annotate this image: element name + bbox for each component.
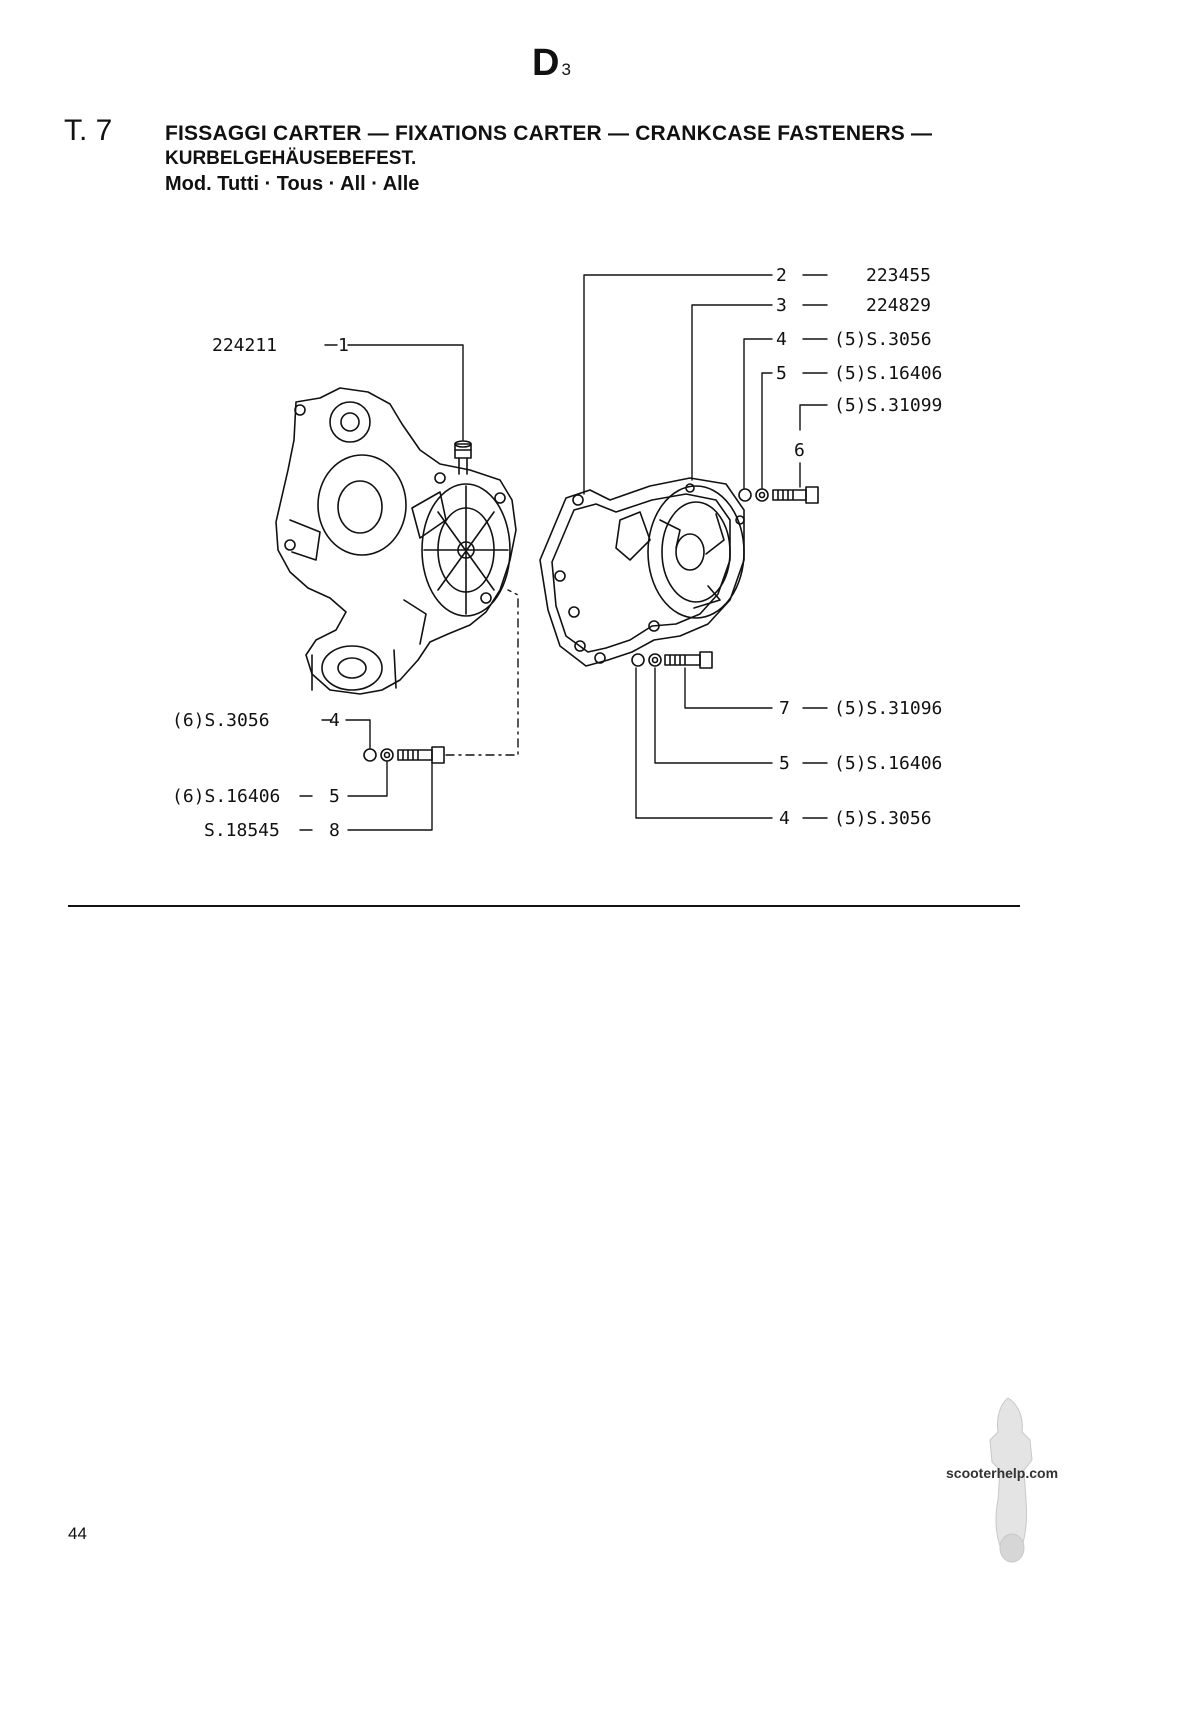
bolt-set-left [363, 746, 445, 764]
callout-1-code: 224211 [212, 335, 277, 356]
callout-5-left-code: (6)S.16406 [172, 786, 280, 807]
callout-1-ref: 1 [338, 335, 349, 356]
section-subscript: 3 [561, 60, 571, 79]
crankcase-drawing [275, 387, 517, 695]
callout-4-left-ref: 4 [329, 710, 340, 731]
callout-8-code: S.18545 [204, 820, 280, 841]
scooter-logo-icon [989, 1397, 1033, 1563]
callout-7-code: (5)S.31096 [834, 698, 942, 719]
exploded-parts-diagram: 224211 1 2 223455 3 224829 4 (5)S.3056 5… [172, 265, 1033, 1563]
callout-4-upper-ref: 4 [776, 329, 787, 350]
callout-3-code: 224829 [866, 295, 931, 316]
callout-3-ref: 3 [776, 295, 787, 316]
callout-5-lower-ref: 5 [779, 753, 790, 774]
callout-5-upper-code: (5)S.16406 [834, 363, 942, 384]
crankcase-cover-drawing [539, 477, 745, 667]
bolt-set-upper [738, 486, 819, 504]
page-title: FISSAGGI CARTER — FIXATIONS CARTER — CRA… [165, 122, 933, 145]
callout-4-upper-code: (5)S.3056 [834, 329, 932, 350]
callout-2-code: 223455 [866, 265, 931, 286]
section-divider [68, 905, 1020, 907]
callout-4-left-code: (6)S.3056 [172, 710, 270, 731]
models-applicability: Mod. Tutti · Tous · All · Alle [165, 173, 420, 195]
page-title-german: KURBELGEHÄUSEBEFEST. [165, 148, 417, 169]
page-number: 44 [68, 1524, 87, 1543]
callout-7-ref: 7 [779, 698, 790, 719]
callout-8-ref: 8 [329, 820, 340, 841]
callout-5-upper-ref: 5 [776, 363, 787, 384]
callout-4-lower-code: (5)S.3056 [834, 808, 932, 829]
callout-6-code: (5)S.31099 [834, 395, 942, 416]
bolt-set-lower [631, 651, 713, 669]
callout-6-ref: 6 [794, 440, 805, 461]
callout-5-left-ref: 5 [329, 786, 340, 807]
leader-lines [299, 274, 828, 831]
callout-4-lower-ref: 4 [779, 808, 790, 829]
table-number: T. 7 [64, 114, 113, 147]
callout-2-ref: 2 [776, 265, 787, 286]
site-watermark: scooterhelp.com [946, 1465, 1059, 1481]
section-letter: D [532, 42, 560, 84]
callout-5-lower-code: (5)S.16406 [834, 753, 942, 774]
